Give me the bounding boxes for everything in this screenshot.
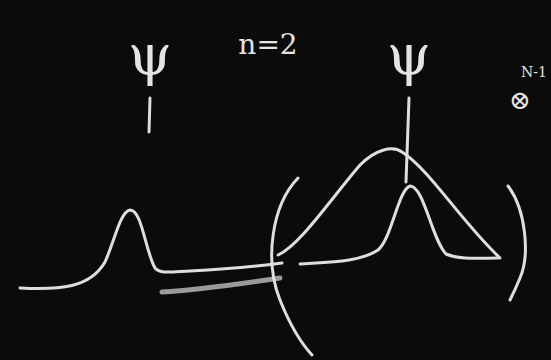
psi-stem — [149, 98, 150, 132]
tensor-product: ⊗ — [509, 87, 531, 113]
quantum-number: n=2 — [238, 31, 297, 59]
connecting-line — [162, 278, 280, 292]
narrow-gaussian — [20, 210, 282, 289]
psi-symbol: ψ — [128, 22, 172, 87]
psi-symbol: ψ — [128, 27, 172, 83]
psi-stem — [406, 98, 409, 182]
narrow-gaussian — [300, 186, 498, 264]
psi-symbol: ψ — [387, 27, 431, 83]
tensor-product: ⊗ — [509, 85, 531, 115]
left-parenthesis — [272, 178, 312, 355]
exponent: N-1 — [521, 64, 547, 80]
wide-gaussian — [278, 149, 500, 258]
exponent: N-1 — [521, 64, 547, 80]
right-parenthesis — [508, 186, 525, 300]
quantum-number: n=2 — [238, 28, 297, 61]
psi-symbol: ψ — [387, 22, 431, 87]
